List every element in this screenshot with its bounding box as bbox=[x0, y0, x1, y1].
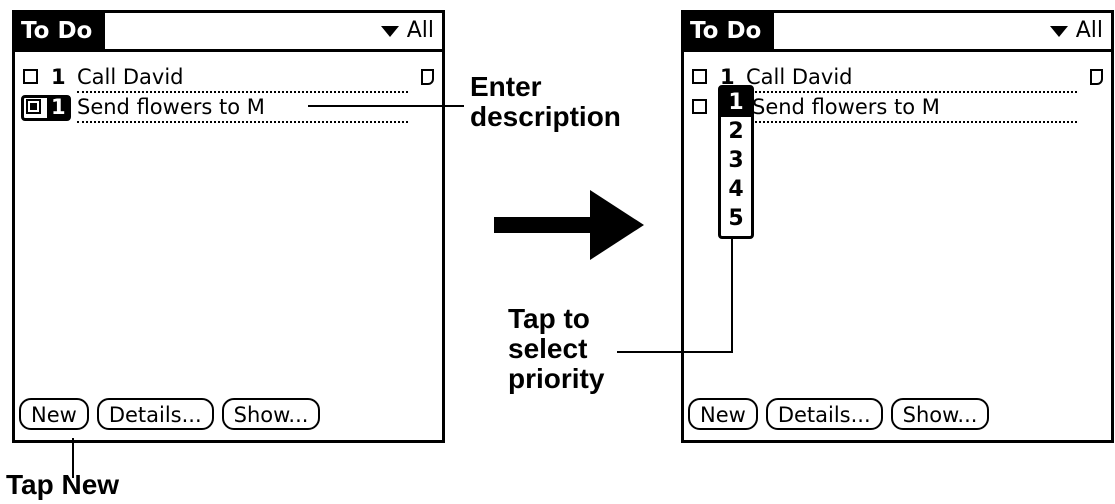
item-description[interactable]: Call David bbox=[77, 63, 408, 93]
details-button[interactable]: Details... bbox=[96, 398, 214, 430]
priority-value[interactable]: 1 bbox=[47, 96, 70, 118]
title-bar: To Do All bbox=[684, 13, 1111, 52]
priority-option-2[interactable]: 2 bbox=[728, 119, 744, 144]
callout-tap-new: Tap New bbox=[6, 469, 120, 500]
app-title: To Do bbox=[15, 13, 105, 49]
title-bar: To Do All bbox=[15, 13, 442, 52]
checkbox[interactable] bbox=[26, 99, 41, 114]
checkbox[interactable] bbox=[23, 69, 38, 84]
callout-enter-description: Enter description bbox=[470, 71, 621, 132]
note-icon[interactable] bbox=[1090, 69, 1103, 85]
todo-item[interactable]: 1 Call David bbox=[690, 63, 1103, 93]
callout-line-description bbox=[308, 105, 464, 107]
item-description[interactable]: Call David bbox=[746, 63, 1077, 93]
category-picker[interactable]: All bbox=[1049, 13, 1103, 49]
priority-value[interactable]: 1 bbox=[51, 65, 66, 89]
priority-option-5[interactable]: 5 bbox=[728, 206, 744, 231]
show-button[interactable]: Show... bbox=[221, 398, 321, 430]
note-icon[interactable] bbox=[421, 69, 434, 85]
category-label: All bbox=[1075, 18, 1103, 43]
category-picker[interactable]: All bbox=[380, 13, 434, 49]
todo-item-new[interactable]: Send flowers to M bbox=[690, 93, 1103, 123]
new-button[interactable]: New bbox=[19, 398, 89, 430]
details-button[interactable]: Details... bbox=[765, 398, 883, 430]
todo-screen-before: To Do All 1 Call David 1 Send flowers to… bbox=[12, 10, 445, 443]
button-bar: New Details... Show... bbox=[688, 398, 990, 430]
todo-item[interactable]: 1 Call David bbox=[21, 63, 434, 93]
priority-value[interactable]: 1 bbox=[720, 65, 735, 89]
right-arrow-icon bbox=[494, 190, 644, 260]
priority-option-3[interactable]: 3 bbox=[728, 148, 744, 173]
checkbox[interactable] bbox=[692, 99, 707, 114]
callout-select-priority: Tap to select priority bbox=[508, 303, 605, 394]
show-button[interactable]: Show... bbox=[890, 398, 990, 430]
button-bar: New Details... Show... bbox=[19, 398, 321, 430]
new-button[interactable]: New bbox=[688, 398, 758, 430]
todo-item-new[interactable]: 1 Send flowers to M bbox=[21, 93, 434, 123]
todo-screen-after: To Do All 1 Call David Send flowers to M… bbox=[681, 10, 1114, 443]
callout-line-priority-h bbox=[617, 351, 733, 353]
checkbox[interactable] bbox=[692, 69, 707, 84]
item-description[interactable]: Send flowers to M bbox=[752, 93, 1077, 123]
triangle-down-icon bbox=[380, 25, 399, 37]
triangle-down-icon bbox=[1049, 25, 1068, 37]
callout-line-new bbox=[72, 438, 74, 478]
item-description-input[interactable]: Send flowers to M bbox=[77, 93, 408, 123]
category-label: All bbox=[406, 18, 434, 43]
callout-line-priority-v bbox=[731, 237, 733, 353]
priority-option-1[interactable]: 1 bbox=[721, 88, 751, 117]
priority-option-4[interactable]: 4 bbox=[728, 177, 744, 202]
app-title: To Do bbox=[684, 13, 774, 49]
priority-popup-menu: 1 2 3 4 5 bbox=[718, 85, 754, 239]
